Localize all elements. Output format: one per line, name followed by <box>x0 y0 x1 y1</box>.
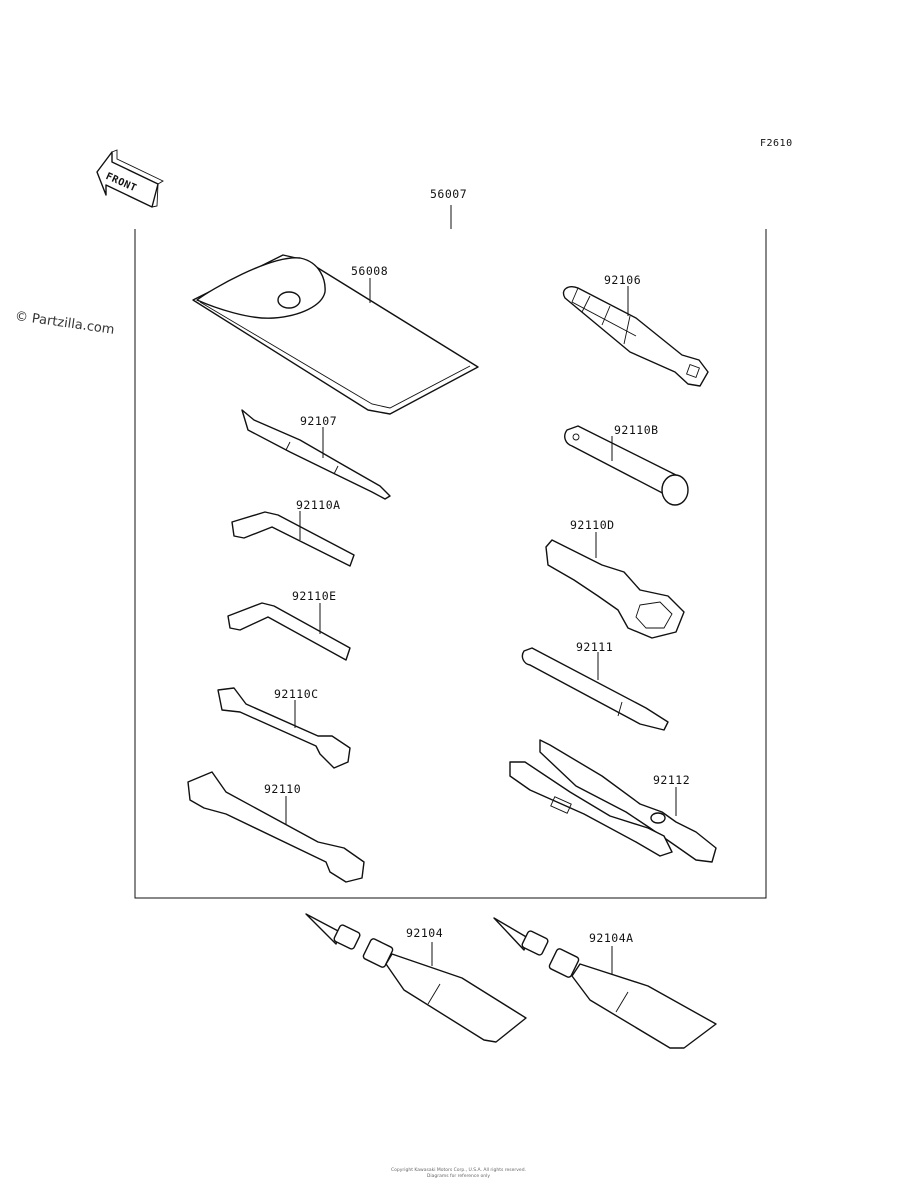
extension-bar-illustration <box>521 647 669 731</box>
callout-92110a[interactable]: 92110A <box>296 498 341 512</box>
grease-tube-a-illustration <box>493 917 717 1049</box>
figure-code: F2610 <box>760 138 793 149</box>
pliers-illustration <box>509 739 717 863</box>
callout-92110c[interactable]: 92110C <box>274 687 319 701</box>
grease-tube-illustration <box>305 913 527 1043</box>
front-arrow-icon <box>96 149 164 208</box>
open-wrench-small-illustration <box>217 687 351 769</box>
footer-line-1: Copyright Kawasaki Motors Corp., U.S.A. … <box>391 1168 526 1173</box>
callout-56007[interactable]: 56007 <box>430 187 468 201</box>
tool-bag-illustration <box>192 254 479 415</box>
callout-92110d[interactable]: 92110D <box>570 518 615 532</box>
hex-key-a-illustration <box>231 511 355 567</box>
callout-92110[interactable]: 92110 <box>264 782 302 796</box>
ring-spanner-illustration <box>545 532 685 639</box>
callout-92104a[interactable]: 92104A <box>589 931 634 945</box>
tube-wrench-illustration <box>564 425 689 506</box>
footer-line-2: Diagrams for reference only <box>426 1174 491 1180</box>
kit-frame <box>134 205 767 899</box>
callout-92111[interactable]: 92111 <box>576 640 614 654</box>
callout-92110b[interactable]: 92110B <box>614 423 659 437</box>
hex-key-e-illustration <box>227 602 351 661</box>
screwdriver-illustration <box>241 409 391 500</box>
footer-copyright: Copyright Kawasaki Motors Corp., U.S.A. … <box>0 1168 917 1181</box>
callout-92104[interactable]: 92104 <box>406 926 444 940</box>
callout-92110e[interactable]: 92110E <box>292 589 337 603</box>
callout-92112[interactable]: 92112 <box>653 773 691 787</box>
callout-92106[interactable]: 92106 <box>604 273 642 287</box>
open-wrench-large-illustration <box>187 771 365 883</box>
socket-handle-illustration <box>562 286 709 387</box>
callout-92107[interactable]: 92107 <box>300 414 338 428</box>
callout-56008[interactable]: 56008 <box>351 264 389 278</box>
